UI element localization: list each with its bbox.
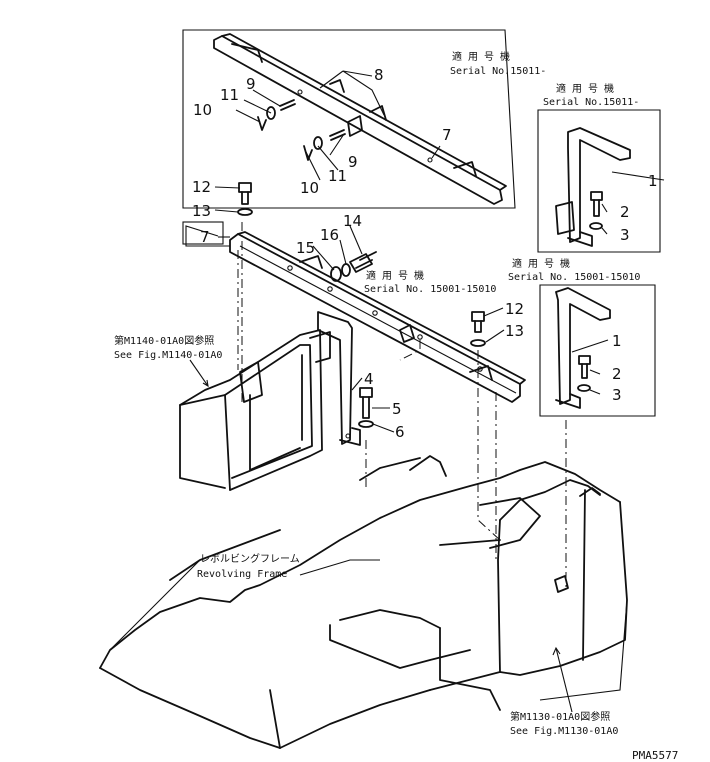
serial-note-top-en: Serial No.15011- <box>450 66 546 77</box>
reference-arrow-left <box>189 359 209 388</box>
revolving-frame <box>99 455 628 749</box>
serial-note-mid-jp: 適 用 号 機 <box>366 269 424 282</box>
washer-13-left <box>237 208 253 216</box>
callout-15: 15 <box>296 239 315 257</box>
callout-7-inset: 7 <box>442 126 452 144</box>
bolt-5 <box>359 387 373 419</box>
serial-note-mid-en: Serial No. 15001-15010 <box>364 284 496 295</box>
frame-label-en: Revolving Frame <box>197 569 287 580</box>
washer-16 <box>341 263 351 277</box>
callout-12-left: 12 <box>192 178 211 196</box>
serial-note-right1-jp: 適 用 号 機 <box>556 82 614 95</box>
callout-16: 16 <box>320 226 339 244</box>
main-bracket-7 <box>229 231 526 403</box>
frame-label-jp: レボルビングフレーム <box>200 552 300 565</box>
serial-note-right1-en: Serial No.15011- <box>543 97 639 108</box>
callout-11-lower: 11 <box>328 167 347 185</box>
callout-14: 14 <box>343 212 362 230</box>
inset-bracket-7 <box>213 33 507 205</box>
reference-bottom-en: See Fig.M1130-01A0 <box>510 726 618 737</box>
callout-3-lower: 3 <box>612 386 622 404</box>
callout-11-upper: 11 <box>220 86 239 104</box>
callout-13-right: 13 <box>505 322 524 340</box>
drawing-code: PMA5577 <box>632 749 678 762</box>
bracket-4 <box>317 311 361 446</box>
reference-bottom-jp: 第M1130-01A0図参照 <box>510 710 610 723</box>
washer-15 <box>330 266 342 282</box>
serial-note-right2-en: Serial No. 15001-15010 <box>508 272 640 283</box>
inset-leaders <box>235 70 441 181</box>
assembly-lines <box>237 222 567 588</box>
radiator-frame <box>179 329 331 491</box>
callout-leaders <box>185 171 665 433</box>
bolt-12-left <box>238 182 252 205</box>
serial-note-right2-jp: 適 用 号 機 <box>512 257 570 270</box>
callout-3-upper: 3 <box>620 226 630 244</box>
callout-5: 5 <box>392 400 402 418</box>
inset-box-right-2 <box>539 284 656 417</box>
callout-10-upper: 10 <box>193 101 212 119</box>
callout-10-lower: 10 <box>300 179 319 197</box>
reference-arrow-bottom <box>552 646 573 713</box>
callout-7-main: 7 <box>200 228 210 246</box>
bolt-14 <box>349 251 377 273</box>
bolt-12-right <box>471 311 485 333</box>
callout-2-upper: 2 <box>620 203 630 221</box>
inset-box-right-1 <box>537 109 661 253</box>
callout-9-upper: 9 <box>246 75 256 93</box>
washer-6 <box>358 420 374 428</box>
washer-13-right <box>470 339 486 347</box>
callout-2-lower: 2 <box>612 365 622 383</box>
callout-9-lower: 9 <box>348 153 358 171</box>
callout-1-upper: 1 <box>648 172 658 190</box>
inset-parts-9-10-11 <box>257 99 346 161</box>
callout-4: 4 <box>364 370 374 388</box>
callout-6: 6 <box>395 423 405 441</box>
callout-8: 8 <box>374 66 384 84</box>
callout-12-right: 12 <box>505 300 524 318</box>
callout-1-lower: 1 <box>612 332 622 350</box>
reference-left-en: See Fig.M1140-01A0 <box>114 350 222 361</box>
callout-box-7 <box>182 221 224 245</box>
serial-note-top-jp: 適 用 号 機 <box>452 50 510 63</box>
reference-left-jp: 第M1140-01A0図参照 <box>114 334 214 347</box>
callout-13-left: 13 <box>192 202 211 220</box>
inset-box-top <box>182 29 516 209</box>
